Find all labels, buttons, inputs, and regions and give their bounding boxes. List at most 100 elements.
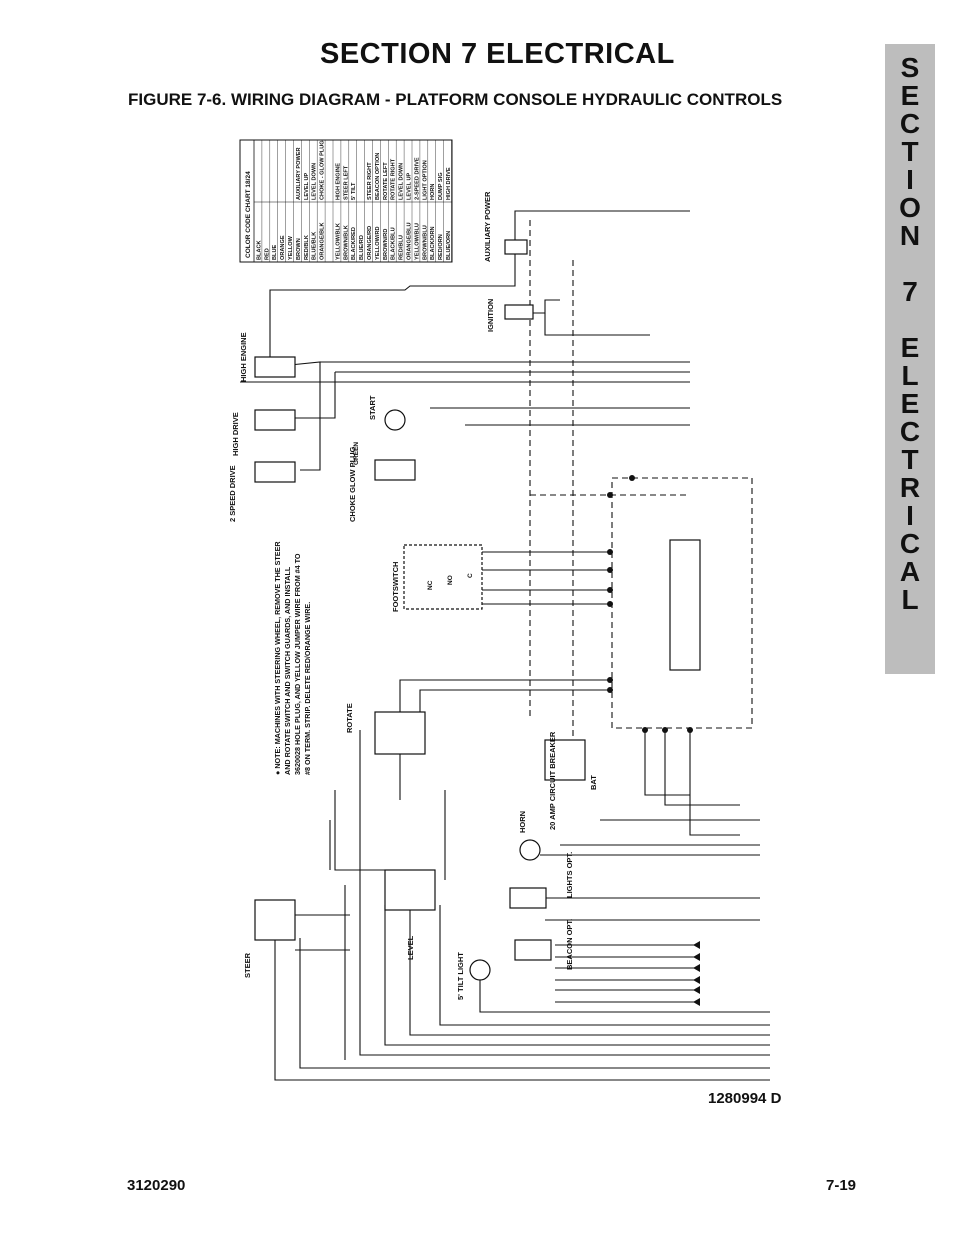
two-speed-drive-switch [254,461,296,483]
side-tab-letter: I [906,500,914,531]
components [254,239,701,981]
ignition-label: IGNITION [486,299,495,332]
chart-color-cell: BLACK/BLU [391,227,397,260]
chart-function-cell: LIGHT OPTION [422,160,428,200]
tilt-light-label: 5' TILT LIGHT [456,952,465,1000]
chart-color-cell: BLUE [272,245,278,260]
figure-title: FIGURE 7-6. WIRING DIAGRAM - PLATFORM CO… [128,90,783,109]
side-tab-letter: O [899,192,921,223]
note-line: ● NOTE: MACHINES WITH STEERING WHEEL, RE… [273,541,282,775]
chart-color-cell: RED/ORN [438,234,444,260]
chart-color-cell: YELLOW/BLU [414,223,420,260]
color-chart-title: COLOR CODE CHART 18/24 [245,171,252,258]
side-tab-letter: N [899,220,921,251]
chart-function-cell: HORN [430,184,436,200]
side-tab-letter: E [900,332,920,363]
component-labels: AUXILIARY POWER IGNITION HIGH ENGINE HIG… [228,191,598,1000]
chart-function-cell: LEVEL UP [407,172,413,200]
footswitch-label: FOOTSWITCH [391,562,400,612]
chart-color-cell: RED/BLK [304,235,310,260]
chart-color-cell: ORANGE/BLK [320,222,326,260]
chart-function-cell: STEER LEFT [343,165,349,200]
nc-label: NC [427,580,434,590]
chart-color-cell: BLACK/RED [351,227,357,260]
side-tab-letter: E [900,388,920,419]
side-tab-letter: C [899,416,921,447]
chart-color-cell: ORANGE [280,235,286,260]
chart-function-cell: STEER RIGHT [367,162,373,200]
high-drive-label: HIGH DRIVE [231,412,240,456]
side-tab-letter: S [900,52,920,83]
note-line: 3620028 HOLE PLUG, AND YELLOW JUMPER WIR… [293,553,302,775]
chart-function-cell: 5' TILT [351,182,357,200]
high-engine-label: HIGH ENGINE [239,332,248,382]
chart-function-cell: LEVEL DOWN [399,163,405,200]
green-label: GREEN [353,442,360,465]
chart-color-cell: RED/BLU [399,235,405,260]
chart-function-cell: BEACON OPTION [375,153,381,200]
chart-color-cell: YELLOW [288,235,294,260]
bat-label: BAT [589,775,598,790]
chart-function-cell: DUMP SIG [438,172,444,200]
section-side-tab: S E C T I O N 7 E L E C T R I C A L [885,44,935,674]
auxiliary-power-label: AUXILIARY POWER [483,191,492,262]
no-label: NO [447,575,454,585]
chart-function-cell: ROTATE LEFT [383,162,389,200]
two-speed-drive-label: 2 SPEED DRIVE [228,465,237,522]
rotate-switch [374,711,426,755]
tilt-light-icon [469,959,491,981]
circuit-breaker [544,739,586,781]
side-tab-letter: L [901,584,919,615]
chart-function-cell: CHOKE - GLOW PLUG [320,140,326,200]
arrow-icons [693,941,700,1006]
terminal-strip [669,539,701,671]
chart-color-cell: YELLOW/BLK [335,223,341,260]
beacon-opt-switch [514,939,552,961]
steer-switch [254,899,296,941]
chart-color-cell: BLUE/BLK [312,232,318,260]
chart-color-cell: ORANGE/BLU [407,222,413,260]
chart-color-cell: YELLOW/RD [375,226,381,260]
terminal-dots [607,475,693,733]
chart-function-cell: HIGH DRIVE [446,167,452,200]
chart-color-cell: BROWN [296,238,302,260]
side-tab-letter: A [899,556,921,587]
side-tab-letter: C [899,108,921,139]
beacon-opt-label: BEACON OPT. [565,919,574,970]
side-tab-letter: C [899,528,921,559]
high-drive-switch [254,409,296,431]
chart-function-cell: LEVEL UP [304,172,310,200]
drawing-number: 1280994 D [708,1090,782,1107]
horn-icon [519,839,541,861]
footswitch-box [403,544,483,610]
note-line: #8 ON TERM. STRIP. DELETE RED/ORANGE WIR… [303,602,312,775]
page-number: 7-19 [826,1177,857,1194]
level-switch [384,869,436,911]
level-label: LEVEL [406,935,415,960]
choke-glow-plug-label: CHOKE GLOW PLUG [348,446,357,522]
side-tab-letter: T [901,136,919,167]
chart-color-cell: BROWN/BLK [343,225,349,260]
chart-color-cell: BLACK/ORN [430,226,436,260]
auxiliary-power-switch [504,239,528,255]
chart-color-cell: BLUE/ORN [446,231,452,260]
side-tab-letter: L [901,360,919,391]
circuit-breaker-label: 20 AMP CIRCUIT BREAKER [548,731,557,830]
chart-function-cell: AUXILIARY POWER [296,147,302,200]
chart-color-cell: BLUE/RD [359,235,365,260]
chart-function-cell: 2-SPEED DRIVE [414,157,420,200]
wiring-lines [240,210,770,1081]
chart-color-cell: ORANGE/RD [367,226,373,260]
high-engine-switch [254,356,296,378]
chart-color-cell: BROWN/RD [383,229,389,260]
side-tab-letter: E [900,80,920,111]
choke-glow-plug-switch [374,459,416,481]
chart-color-cell: BROWN/BLU [422,225,428,260]
chart-function-cell: ROTATE RIGHT [391,158,397,200]
start-label: START [368,395,377,420]
side-tab-letter: 7 [902,276,918,307]
section-title: SECTION 7 ELECTRICAL [320,38,675,70]
note-line: AND ROTATE SWITCH AND SWITCH GUARDS, AND… [283,566,292,775]
